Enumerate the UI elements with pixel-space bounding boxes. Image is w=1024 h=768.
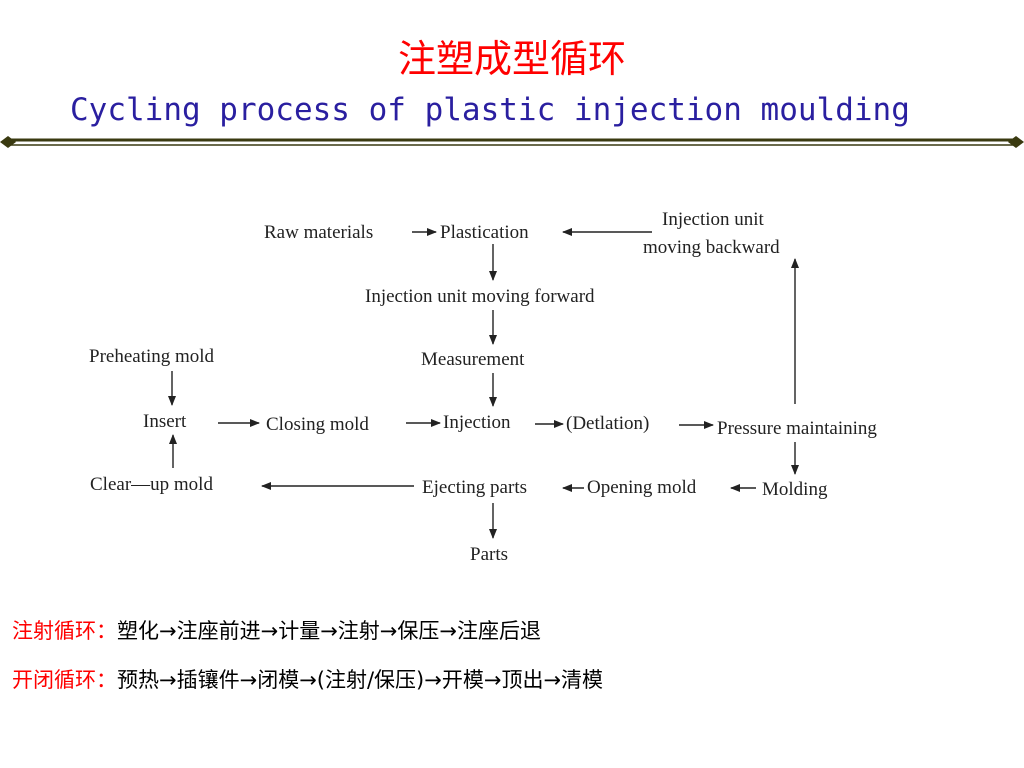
node-pressure-maintaining: Pressure maintaining: [717, 418, 877, 439]
injection-cycle-label: 注射循环：: [12, 619, 117, 643]
node-detlation: (Detlation): [566, 413, 649, 434]
page-title-chinese: 注塑成型循环: [397, 37, 626, 81]
injection-cycle-line: 注射循环：塑化→注座前进→计量→注射→保压→注座后退: [12, 615, 541, 645]
node-injection-unit-backward-line2: moving backward: [643, 237, 780, 258]
node-injection: Injection: [443, 412, 511, 433]
mold-cycle-steps: 预热→插镶件→闭模→(注射/保压)→开模→顶出→清模: [117, 668, 604, 692]
process-flow-diagram: Raw materials Plastication Injection uni…: [89, 209, 877, 565]
node-ejecting-parts: Ejecting parts: [422, 477, 527, 498]
page-title-english: Cycling process of plastic injection mou…: [70, 92, 910, 128]
node-insert: Insert: [143, 411, 187, 432]
node-molding: Molding: [762, 479, 828, 500]
node-parts: Parts: [470, 544, 508, 565]
title-divider: [0, 136, 1024, 148]
node-closing-mold: Closing mold: [266, 414, 369, 435]
node-opening-mold: Opening mold: [587, 477, 697, 498]
injection-cycle-steps: 塑化→注座前进→计量→注射→保压→注座后退: [117, 619, 541, 643]
node-injection-unit-forward: Injection unit moving forward: [365, 286, 595, 307]
node-injection-unit-backward-line1: Injection unit: [662, 209, 765, 230]
node-preheating-mold: Preheating mold: [89, 346, 215, 367]
mold-cycle-line: 开闭循环：预热→插镶件→闭模→(注射/保压)→开模→顶出→清模: [12, 664, 603, 694]
node-measurement: Measurement: [421, 349, 525, 370]
node-plastication: Plastication: [440, 222, 529, 243]
node-raw-materials: Raw materials: [264, 222, 373, 243]
node-clear-up-mold: Clear—up mold: [90, 474, 213, 495]
mold-cycle-label: 开闭循环：: [12, 668, 117, 692]
